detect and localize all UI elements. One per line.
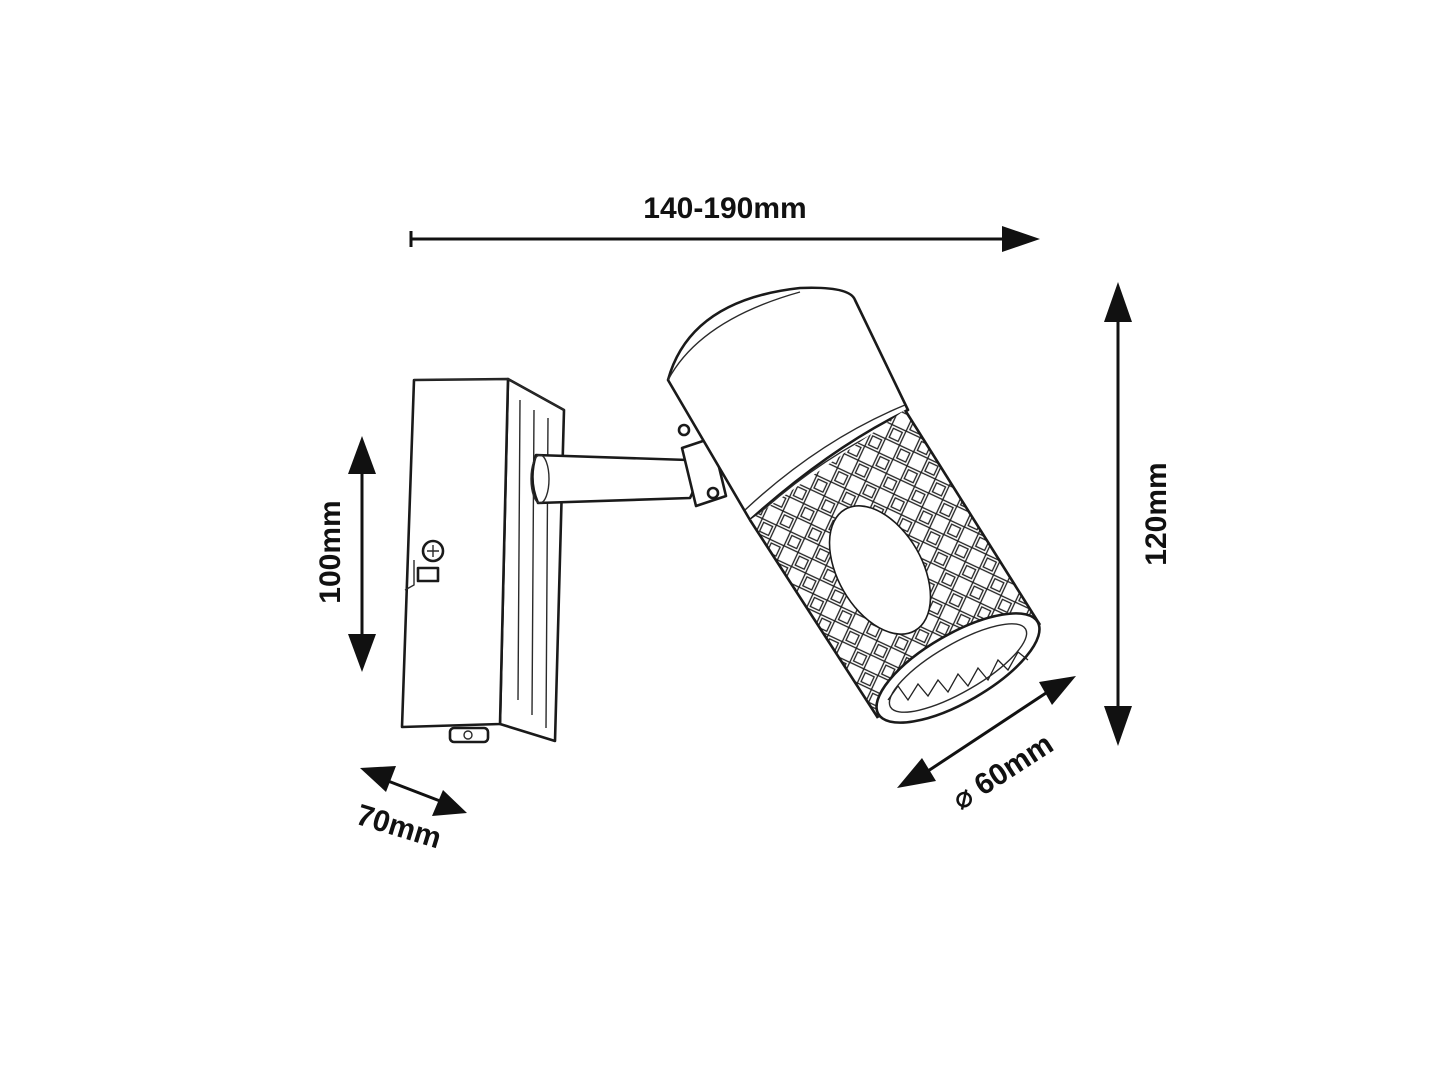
screw-icon: [416, 539, 445, 583]
width-dimension: 140-190mm: [409, 192, 1040, 252]
switch-icon: [448, 726, 490, 744]
shade-diameter-arrow-right: [1039, 676, 1076, 705]
lamp-head: [666, 286, 1042, 724]
shade-diameter-label: ⌀ 60mm: [946, 727, 1059, 816]
lamp-height-arrow-bottom: [1104, 706, 1132, 746]
shade-rim: [875, 612, 1041, 724]
width-label: 140-190mm: [643, 192, 806, 225]
lamp-height-dimension: 120mm: [1104, 282, 1173, 746]
lamp-arm: [530, 423, 728, 508]
width-arrowhead: [1002, 226, 1040, 252]
bulb-icon: [828, 505, 932, 635]
base-depth-arrow-right: [432, 790, 467, 816]
wall-mount: [400, 377, 566, 744]
lamp-head-cap: [666, 286, 910, 522]
base-depth-arrow-left: [360, 766, 396, 792]
base-height-label: 100mm: [314, 500, 347, 603]
shade-diameter-line: [927, 691, 1047, 773]
base-height-dimension: 100mm: [314, 436, 376, 672]
base-height-arrow-bottom: [348, 634, 376, 672]
shade-diameter-arrow-left: [897, 758, 936, 788]
lamp-height-arrow-top: [1104, 282, 1132, 322]
base-height-arrow-top: [348, 436, 376, 474]
arm-tube: [531, 453, 696, 505]
lamp-height-label: 120mm: [1140, 462, 1173, 565]
wall-mount-front: [400, 377, 510, 729]
base-depth-line: [387, 779, 441, 803]
base-depth-label: 70mm: [352, 798, 445, 855]
base-depth-dimension: 70mm: [352, 766, 467, 855]
